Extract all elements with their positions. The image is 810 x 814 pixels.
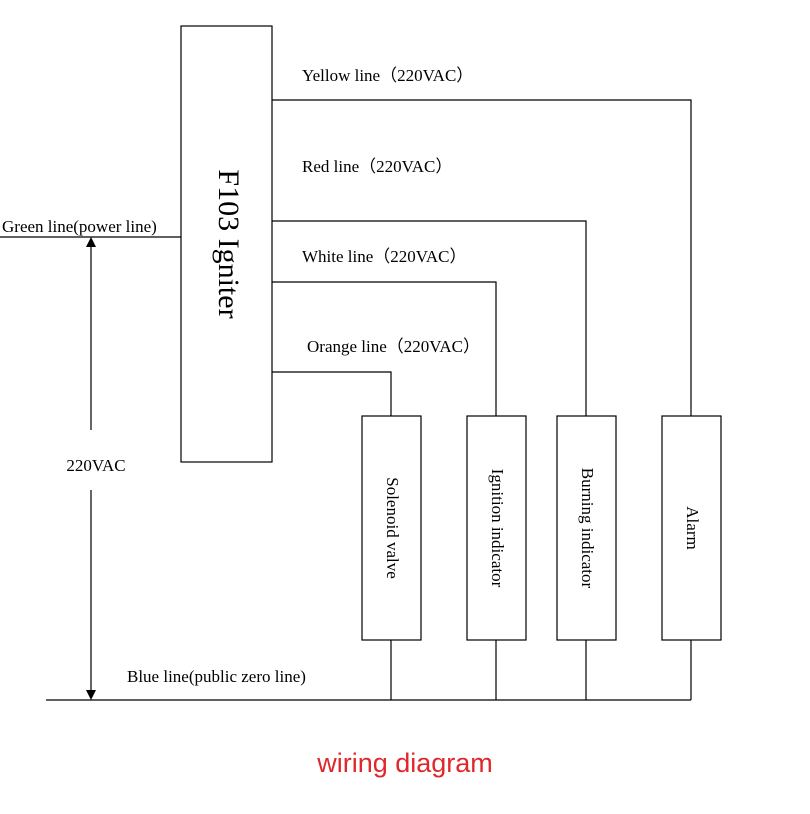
orange-line-label: Orange line（220VAC）	[307, 337, 480, 356]
yellow-line	[272, 99, 692, 416]
white-line	[272, 281, 497, 416]
diagram-caption: wiring diagram	[317, 748, 493, 778]
voltage-label: 220VAC	[66, 456, 125, 475]
ignition-indicator-box	[466, 415, 527, 641]
solenoid-valve-label: Solenoid valve	[383, 477, 402, 579]
white-line-label: White line（220VAC）	[302, 247, 466, 266]
alarm-label: Alarm	[683, 506, 702, 549]
red-line	[272, 220, 587, 416]
blue-line-label: Blue line(public zero line)	[127, 667, 306, 686]
green-line-label: Green line(power line)	[2, 217, 157, 236]
alarm-box	[661, 415, 722, 641]
orange-line	[272, 371, 392, 416]
red-line-label: Red line（220VAC）	[302, 157, 452, 176]
yellow-line-label: Yellow line（220VAC）	[302, 66, 473, 85]
igniter-box	[180, 25, 273, 463]
ignition-indicator-label: Ignition indicator	[488, 469, 507, 588]
igniter-label: F103 Igniter	[212, 169, 245, 318]
burning-indicator-box	[556, 415, 617, 641]
burning-indicator-label: Burning indicator	[578, 468, 597, 589]
